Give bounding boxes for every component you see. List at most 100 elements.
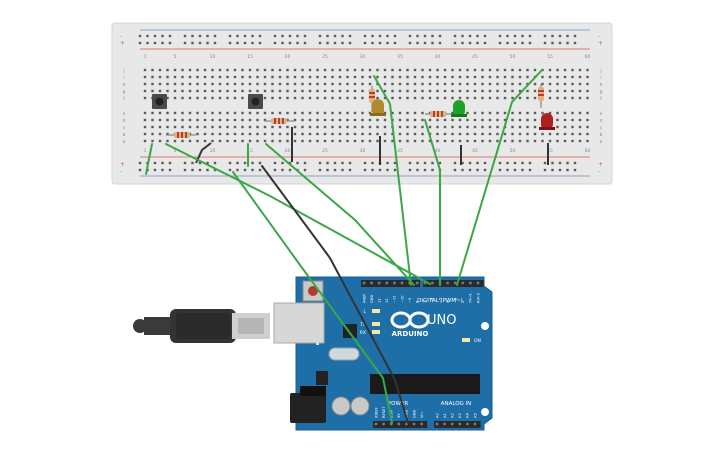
rail-hole[interactable] <box>521 34 524 38</box>
rail-hole[interactable] <box>483 41 487 45</box>
rail-hole[interactable] <box>168 161 172 165</box>
rail-hole[interactable] <box>153 34 157 38</box>
breadboard-hole[interactable] <box>473 111 477 115</box>
breadboard-hole[interactable] <box>578 125 582 129</box>
breadboard-hole[interactable] <box>218 96 222 100</box>
breadboard-hole[interactable] <box>481 89 484 93</box>
breadboard-hole[interactable] <box>361 96 364 100</box>
rail-hole[interactable] <box>543 161 547 165</box>
breadboard-hole[interactable] <box>526 68 529 72</box>
breadboard-hole[interactable] <box>143 118 147 122</box>
breadboard-hole[interactable] <box>511 139 514 143</box>
breadboard-hole[interactable] <box>278 68 282 72</box>
rail-hole[interactable] <box>198 34 202 38</box>
breadboard-hole[interactable] <box>346 132 349 136</box>
breadboard-hole[interactable] <box>173 118 177 122</box>
rail-hole[interactable] <box>543 41 547 45</box>
header-pin[interactable] <box>435 422 439 426</box>
breadboard-hole[interactable] <box>406 132 409 136</box>
breadboard-hole[interactable] <box>301 132 304 136</box>
breadboard-hole[interactable] <box>233 82 237 86</box>
rail-hole[interactable] <box>506 41 509 45</box>
rail-hole[interactable] <box>273 41 277 45</box>
breadboard-hole[interactable] <box>571 139 574 143</box>
breadboard-hole[interactable] <box>586 125 589 129</box>
rail-hole[interactable] <box>513 34 517 38</box>
breadboard-hole[interactable] <box>286 118 289 122</box>
header-pin[interactable] <box>405 422 408 426</box>
breadboard-hole[interactable] <box>526 125 529 129</box>
rail-hole[interactable] <box>258 161 262 165</box>
breadboard-hole[interactable] <box>218 118 222 122</box>
breadboard-hole[interactable] <box>398 82 402 86</box>
breadboard-hole[interactable] <box>488 132 492 136</box>
breadboard-hole[interactable] <box>188 82 192 86</box>
rail-hole[interactable] <box>521 168 524 172</box>
breadboard-hole[interactable] <box>256 82 259 86</box>
rail-hole[interactable] <box>528 41 532 45</box>
breadboard-hole[interactable] <box>481 139 484 143</box>
breadboard-hole[interactable] <box>316 89 319 93</box>
header-pin[interactable] <box>412 422 416 426</box>
rail-hole[interactable] <box>386 168 389 172</box>
breadboard-hole[interactable] <box>353 89 357 93</box>
breadboard-hole[interactable] <box>293 68 297 72</box>
breadboard-hole[interactable] <box>443 89 447 93</box>
breadboard-hole[interactable] <box>533 139 537 143</box>
rail-hole[interactable] <box>453 34 457 38</box>
breadboard-hole[interactable] <box>391 96 394 100</box>
breadboard-hole[interactable] <box>383 132 387 136</box>
rail-hole[interactable] <box>206 34 209 38</box>
breadboard-hole[interactable] <box>233 111 237 115</box>
breadboard-hole[interactable] <box>151 125 154 129</box>
breadboard-hole[interactable] <box>518 68 522 72</box>
breadboard-hole[interactable] <box>203 139 207 143</box>
breadboard-hole[interactable] <box>436 89 439 93</box>
breadboard-hole[interactable] <box>443 68 447 72</box>
breadboard-hole[interactable] <box>211 111 214 115</box>
breadboard-hole[interactable] <box>151 111 154 115</box>
breadboard-hole[interactable] <box>233 68 237 72</box>
rail-hole[interactable] <box>251 34 254 38</box>
breadboard-hole[interactable] <box>211 89 214 93</box>
breadboard-hole[interactable] <box>338 89 342 93</box>
rail-hole[interactable] <box>431 41 434 45</box>
breadboard-hole[interactable] <box>548 75 552 79</box>
breadboard-hole[interactable] <box>443 118 447 122</box>
breadboard-hole[interactable] <box>143 75 147 79</box>
rail-hole[interactable] <box>146 34 149 38</box>
breadboard-hole[interactable] <box>518 82 522 86</box>
breadboard-hole[interactable] <box>563 68 567 72</box>
breadboard-hole[interactable] <box>443 139 447 143</box>
rail-hole[interactable] <box>303 41 307 45</box>
breadboard-hole[interactable] <box>571 68 574 72</box>
breadboard-hole[interactable] <box>271 111 274 115</box>
rail-hole[interactable] <box>363 161 367 165</box>
breadboard-hole[interactable] <box>526 75 529 79</box>
breadboard-hole[interactable] <box>436 82 439 86</box>
breadboard-hole[interactable] <box>173 96 177 100</box>
breadboard-hole[interactable] <box>361 139 364 143</box>
breadboard-hole[interactable] <box>218 111 222 115</box>
breadboard-hole[interactable] <box>473 139 477 143</box>
breadboard-hole[interactable] <box>548 89 552 93</box>
breadboard-hole[interactable] <box>578 75 582 79</box>
breadboard-hole[interactable] <box>383 89 387 93</box>
rail-hole[interactable] <box>393 34 397 38</box>
breadboard-hole[interactable] <box>518 125 522 129</box>
breadboard-hole[interactable] <box>203 75 207 79</box>
breadboard-hole[interactable] <box>158 89 162 93</box>
breadboard-hole[interactable] <box>413 139 417 143</box>
breadboard-hole[interactable] <box>301 75 304 79</box>
breadboard-hole[interactable] <box>488 118 492 122</box>
breadboard-hole[interactable] <box>503 118 507 122</box>
breadboard-hole[interactable] <box>496 125 499 129</box>
breadboard-hole[interactable] <box>458 139 462 143</box>
breadboard-hole[interactable] <box>466 132 469 136</box>
rail-hole[interactable] <box>191 34 194 38</box>
breadboard-hole[interactable] <box>158 118 162 122</box>
breadboard-hole[interactable] <box>203 132 207 136</box>
rail-hole[interactable] <box>543 168 547 172</box>
breadboard-hole[interactable] <box>271 82 274 86</box>
breadboard-hole[interactable] <box>248 125 252 129</box>
